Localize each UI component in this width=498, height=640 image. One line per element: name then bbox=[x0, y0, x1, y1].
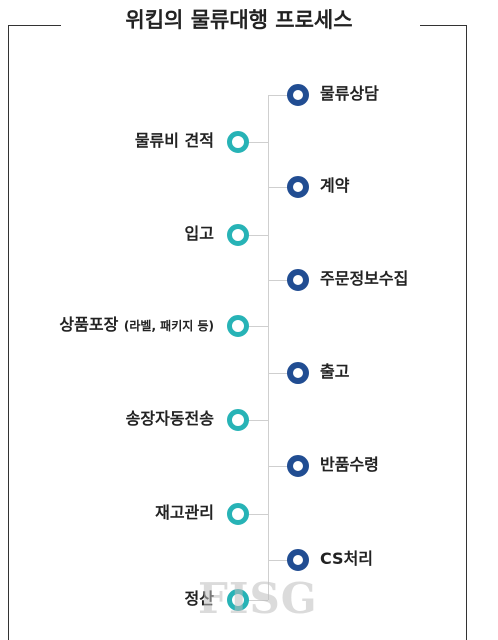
step-node-left-3 bbox=[227, 315, 249, 337]
step-label-left-3: 상품포장 (라벨, 패키지 등) bbox=[59, 315, 214, 334]
step-node-left-4 bbox=[227, 409, 249, 431]
step-label-right-3: 주문정보수집 bbox=[320, 269, 409, 288]
step-label-left-1: 물류비 견적 bbox=[134, 131, 214, 150]
connector-left-3 bbox=[248, 326, 268, 327]
timeline-spine bbox=[268, 95, 269, 600]
step-node-right-2 bbox=[287, 176, 309, 198]
step-label-right-5: 반품수령 bbox=[320, 455, 379, 474]
step-node-left-5 bbox=[227, 503, 249, 525]
connector-right-5 bbox=[268, 466, 288, 467]
connector-right-2 bbox=[268, 187, 288, 188]
step-label-right-6: CS처리 bbox=[320, 549, 374, 568]
step-label-left-5: 재고관리 bbox=[155, 503, 214, 522]
frame-right-border bbox=[466, 25, 467, 640]
connector-right-3 bbox=[268, 280, 288, 281]
step-node-right-5 bbox=[287, 455, 309, 477]
diagram-title: 위킵의 물류대행 프로세스 bbox=[125, 8, 353, 32]
step-label-right-2: 계약 bbox=[320, 176, 350, 195]
frame-top-left-border bbox=[8, 25, 61, 26]
step-node-right-3 bbox=[287, 269, 309, 291]
connector-left-6 bbox=[248, 600, 268, 601]
step-node-left-2 bbox=[227, 224, 249, 246]
step-node-right-1 bbox=[287, 84, 309, 106]
step-label-left-6: 정산 bbox=[184, 589, 214, 608]
connector-right-4 bbox=[268, 373, 288, 374]
frame-top-right-border bbox=[420, 25, 467, 26]
step-label-right-1: 물류상담 bbox=[320, 84, 379, 103]
connector-left-1 bbox=[248, 142, 268, 143]
step-node-left-6 bbox=[227, 589, 249, 611]
step-node-right-4 bbox=[287, 362, 309, 384]
step-note-left-3: (라벨, 패키지 등) bbox=[123, 319, 214, 333]
watermark-logo: FISG bbox=[198, 574, 318, 623]
connector-right-1 bbox=[268, 95, 288, 96]
connector-left-4 bbox=[248, 420, 268, 421]
connector-left-5 bbox=[248, 514, 268, 515]
step-label-left-4: 송장자동전송 bbox=[125, 409, 214, 428]
step-node-right-6 bbox=[287, 549, 309, 571]
step-node-left-1 bbox=[227, 131, 249, 153]
connector-left-2 bbox=[248, 235, 268, 236]
step-label-right-4: 출고 bbox=[320, 362, 350, 381]
connector-right-6 bbox=[268, 560, 288, 561]
step-label-left-2: 입고 bbox=[184, 224, 214, 243]
frame-left-border bbox=[8, 25, 9, 640]
